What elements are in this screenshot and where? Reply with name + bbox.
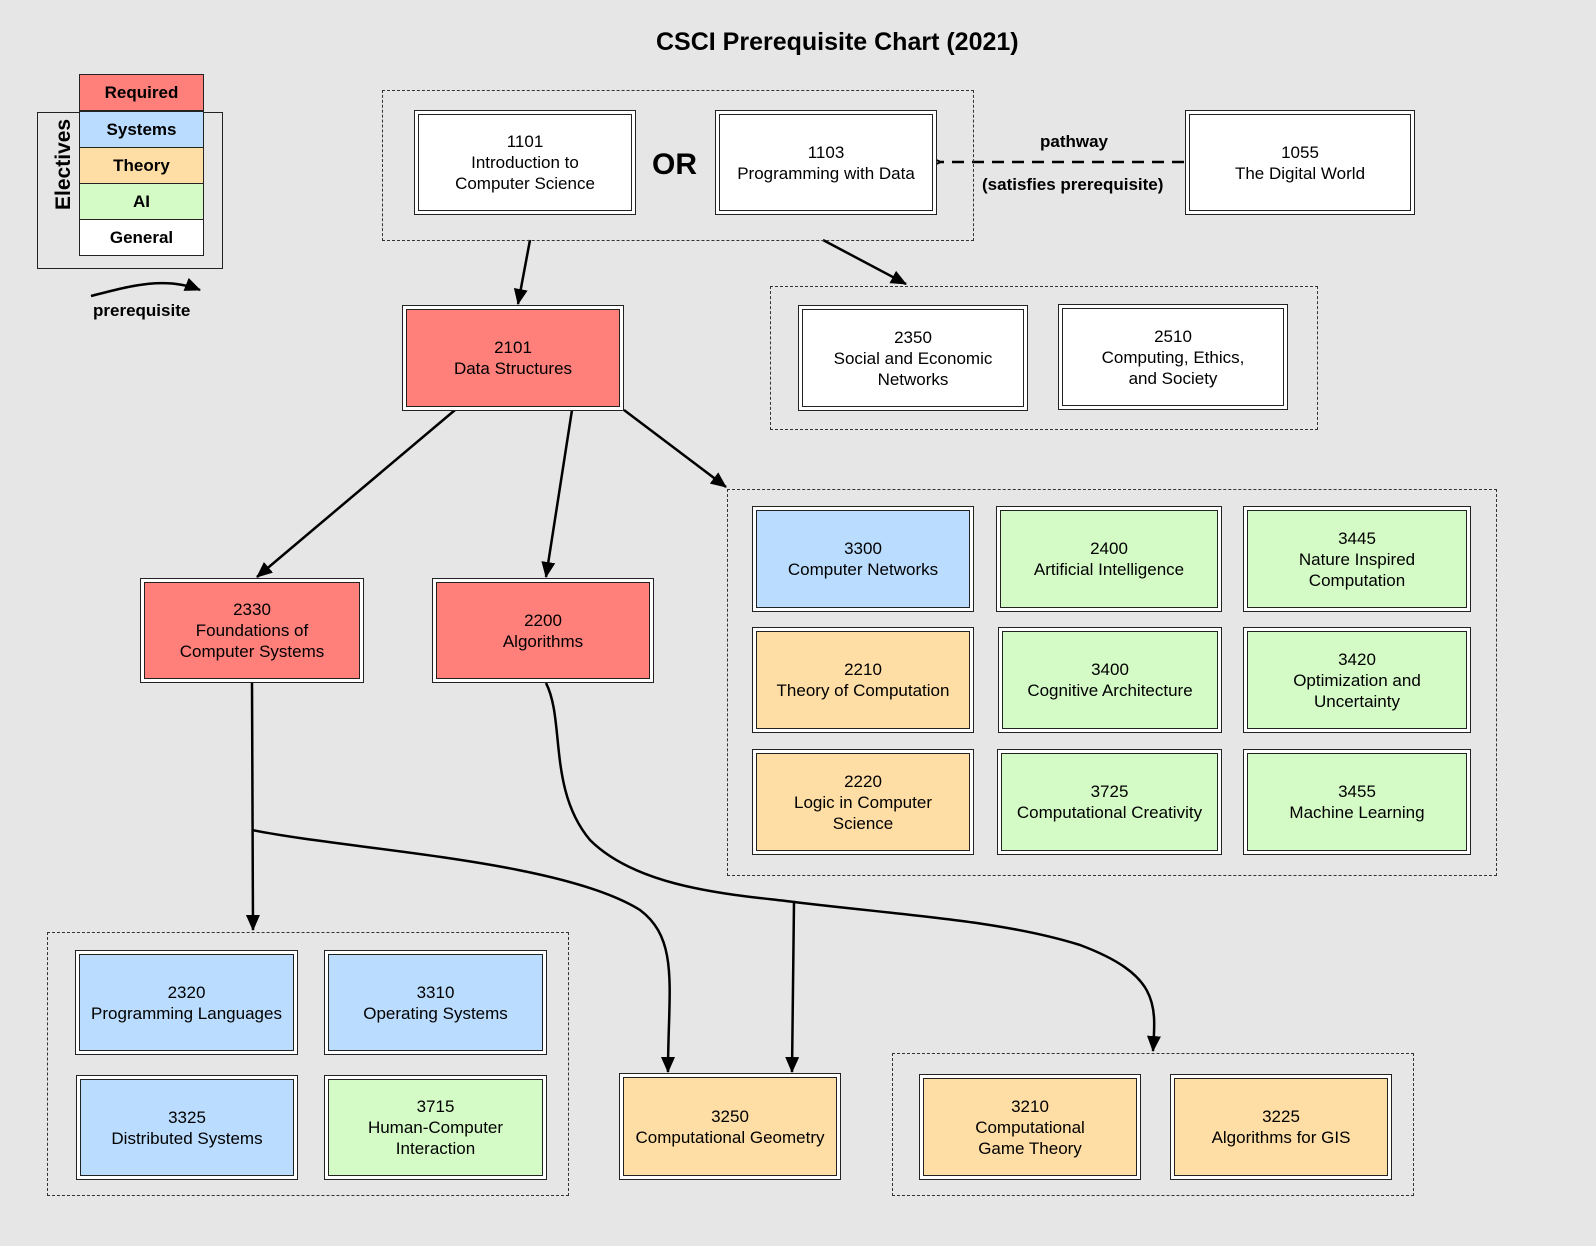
course-code: 3420	[1338, 649, 1376, 669]
course-code: 2200	[524, 610, 562, 630]
course-name: Computer Networks	[787, 560, 939, 579]
course-code: 2220	[844, 771, 882, 791]
legend-swatch-systems: Systems	[79, 111, 204, 148]
group-systems-electives	[47, 932, 569, 1196]
edge-2101-to-ds-electives	[623, 409, 727, 488]
course-name: Artificial Intelligence	[1033, 560, 1185, 579]
course-name: Human-Computer Interaction	[367, 1118, 504, 1158]
chart-title: CSCI Prerequisite Chart (2021)	[656, 28, 1019, 56]
course-name: Computing, Ethics, and Society	[1101, 347, 1245, 388]
edge-2330-to-systems-electives	[245, 682, 260, 931]
course-name: Computational Game Theory	[975, 1117, 1085, 1158]
edge-intro-to-2101	[513, 239, 532, 305]
course-name: Nature Inspired Computation	[1298, 549, 1416, 590]
course-code: 2510	[1154, 326, 1192, 346]
course-code: 2330	[233, 600, 271, 619]
group-intro	[382, 90, 974, 241]
course-code: 2320	[167, 982, 206, 1002]
pathway-label: pathway	[1040, 132, 1109, 151]
course-name: Algorithms for GIS	[1211, 1128, 1351, 1147]
course-code: 1103	[807, 142, 845, 162]
edge-2101-to-2200	[541, 409, 574, 578]
group-ds-electives	[727, 489, 1497, 876]
course-code: 1055	[1281, 142, 1319, 162]
course-name: Machine Learning	[1289, 803, 1425, 822]
course-name: Computational Creativity	[1016, 803, 1203, 822]
course-code: 3225	[1262, 1107, 1300, 1126]
course-name: Foundations of Computer Systems	[179, 621, 325, 661]
course-name: Logic in Computer Science	[794, 792, 932, 833]
course-name: Computational Geometry	[635, 1127, 825, 1147]
edge-2101-to-2330	[256, 409, 456, 578]
group-general-electives	[770, 286, 1318, 430]
course-name: The Digital World	[1234, 163, 1366, 183]
course-code: 3210	[1011, 1096, 1049, 1116]
legend-swatch-required: Required	[79, 74, 204, 111]
course-code: 3300	[844, 539, 882, 558]
course-code: 3250	[711, 1106, 749, 1126]
course-name: Cognitive Architecture	[1027, 681, 1193, 700]
legend-swatch-general: General	[79, 219, 204, 256]
course-code: 3445	[1338, 528, 1376, 548]
edge-2200-to-3250	[544, 682, 800, 1073]
legend-prerequisite-label: prerequisite	[93, 301, 191, 320]
course-code: 2350	[894, 327, 932, 347]
edge-2200-to-algo-electives	[793, 900, 1161, 1052]
course-name: Introduction to Computer Science	[455, 153, 595, 193]
legend-prerequisite-arrow	[90, 277, 201, 298]
course-name: Social and Economic Networks	[833, 348, 993, 389]
course-code: 1101	[506, 132, 544, 151]
course-name: Theory of Computation	[776, 681, 950, 700]
course-name: Data Structures	[453, 359, 573, 378]
course-code: 3310	[416, 982, 455, 1002]
course-name: Algorithms	[502, 631, 584, 651]
course-code: 3725	[1090, 782, 1129, 801]
or-label: OR	[652, 148, 697, 181]
course-code: 2210	[844, 660, 882, 679]
course-name: Programming Languages	[91, 1003, 282, 1023]
course-code: 3400	[1091, 660, 1129, 679]
edge-2330-to-3250	[251, 828, 676, 1073]
course-name: Programming with Data	[737, 163, 915, 183]
course-code: 3455	[1338, 782, 1376, 801]
course-name: Operating Systems	[363, 1003, 508, 1023]
course-code: 3325	[168, 1107, 206, 1127]
course-name: Distributed Systems	[111, 1128, 263, 1148]
pathway-sublabel: (satisfies prerequisite)	[982, 175, 1164, 194]
course-name: Optimization and Uncertainty	[1293, 670, 1421, 711]
group-algo-electives	[892, 1053, 1414, 1196]
course-code: 2101	[494, 338, 532, 357]
course-code: 2400	[1090, 539, 1128, 558]
course-code: 3715	[416, 1097, 455, 1116]
edge-intro-to-general-electives	[822, 238, 907, 286]
